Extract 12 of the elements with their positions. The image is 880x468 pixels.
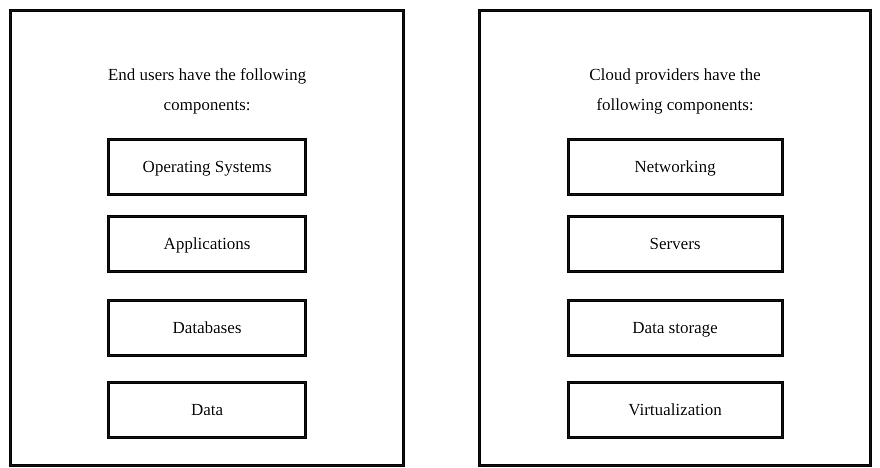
component-box: Servers (566, 215, 784, 273)
group-panel (478, 9, 872, 467)
group-panel (9, 9, 405, 467)
component-box: Applications (107, 215, 307, 273)
component-box: Operating Systems (107, 138, 307, 196)
panel-heading: Cloud providers have the following components: (588, 64, 762, 116)
panel-heading: End users have the following components: (106, 64, 308, 116)
component-box: Databases (107, 299, 307, 357)
component-box: Networking (566, 138, 784, 196)
component-box: Data storage (566, 299, 784, 357)
component-box: Virtualization (566, 381, 784, 439)
component-box: Data (107, 381, 307, 439)
